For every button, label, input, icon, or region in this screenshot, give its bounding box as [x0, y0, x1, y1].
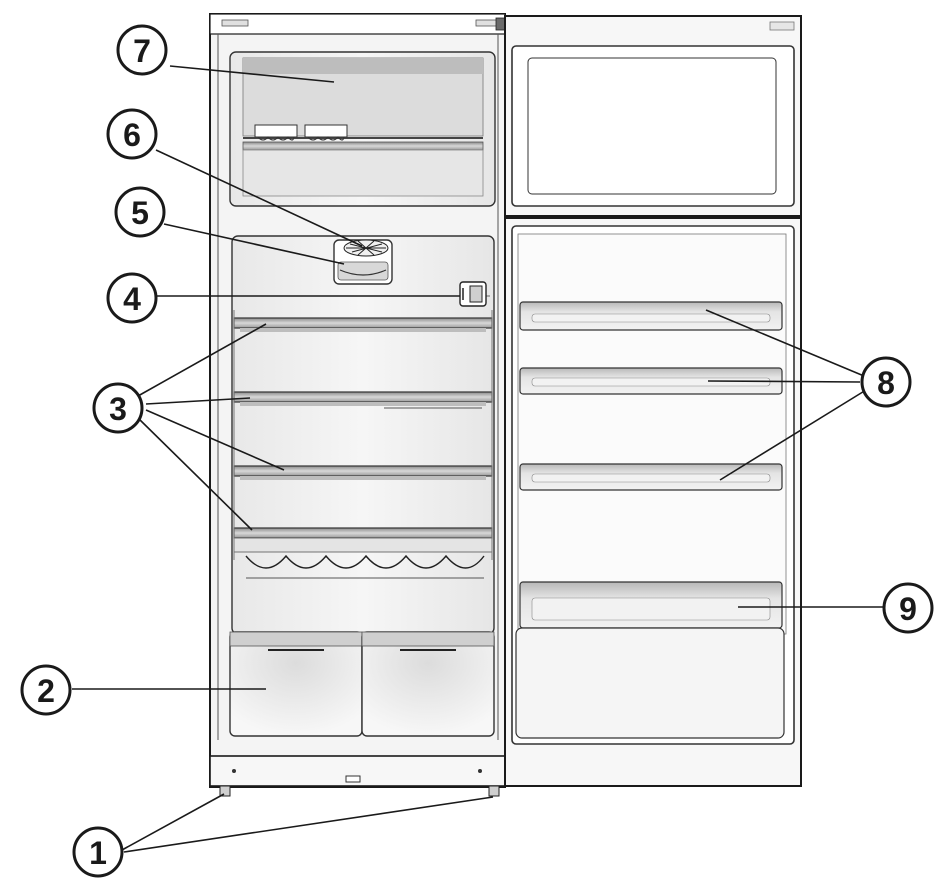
- callout-4-label: 4: [123, 281, 141, 317]
- freezer-door: [504, 15, 802, 217]
- leader-3c: [145, 409, 285, 471]
- fan-filter: [343, 239, 389, 257]
- callout-5-label: 5: [131, 195, 149, 231]
- fridge-compartment: [231, 235, 495, 635]
- callout-3: 3: [92, 382, 144, 434]
- leader-5: [163, 223, 345, 265]
- callout-2: 2: [20, 664, 72, 716]
- leader-8a: [705, 309, 865, 377]
- adjustable-foot-right: [488, 785, 500, 797]
- door-tray-3: [519, 463, 783, 491]
- fridge-door: [504, 217, 802, 787]
- leader-lines: [72, 65, 884, 853]
- callout-1-label: 1: [89, 835, 107, 871]
- adjustable-foot-left: [219, 785, 231, 797]
- callout-6-label: 6: [123, 117, 141, 153]
- callout-4: 4: [106, 272, 158, 324]
- door-tray-1: [519, 301, 783, 331]
- thermostat-knob: [459, 281, 487, 307]
- crisper-drawer-left: [229, 631, 363, 737]
- leader-8c: [719, 389, 867, 481]
- door-tray-2: [519, 367, 783, 395]
- ice-cube-tray: [254, 124, 348, 141]
- callout-1: 1: [72, 826, 124, 878]
- callout-6: 6: [106, 108, 158, 160]
- callout-8-label: 8: [877, 365, 895, 401]
- callout-7: 7: [116, 24, 168, 76]
- base-plate: [209, 755, 506, 787]
- leader-1b: [123, 796, 494, 853]
- leader-8b: [707, 380, 861, 383]
- crisper-drawer-right: [361, 631, 495, 737]
- door-lower-bin: [515, 627, 785, 739]
- freezer-compartment: [229, 51, 496, 207]
- leader-3a: [137, 323, 267, 397]
- callout-8: 8: [860, 356, 912, 408]
- callout-2-label: 2: [37, 673, 55, 709]
- leader-7: [169, 65, 335, 83]
- shelf-2: [233, 391, 493, 409]
- callout-5: 5: [114, 186, 166, 238]
- shelf-3: [233, 465, 493, 480]
- bottle-tray: [519, 581, 783, 629]
- fridge-cabinet: [209, 13, 527, 797]
- callout-3-label: 3: [109, 391, 127, 427]
- callout-9: 9: [882, 582, 934, 634]
- leader-6: [155, 149, 363, 247]
- leader-1a: [121, 793, 225, 851]
- leader-3b: [145, 397, 251, 405]
- shelf-1: [233, 317, 493, 332]
- leader-3d: [137, 417, 253, 531]
- callout-7-label: 7: [133, 33, 151, 69]
- callout-9-label: 9: [899, 591, 917, 627]
